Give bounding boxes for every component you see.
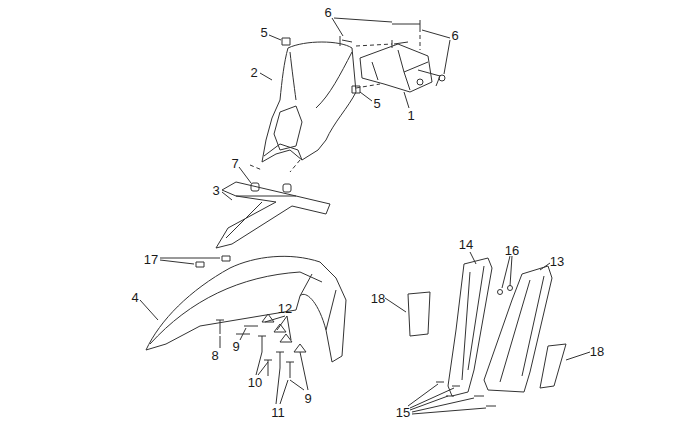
callout-number: 18 xyxy=(590,345,604,358)
callout-number: 13 xyxy=(550,255,564,268)
callout-number: 4 xyxy=(131,291,138,304)
callout-number: 9 xyxy=(232,340,239,353)
callout-number: 2 xyxy=(250,66,257,79)
callout-number: 18 xyxy=(371,292,385,305)
callout-number: 6 xyxy=(451,29,458,42)
callout-number: 5 xyxy=(373,97,380,110)
callout-number: 1 xyxy=(407,109,414,122)
callout-number: 14 xyxy=(459,238,473,251)
callout-number: 3 xyxy=(212,184,219,197)
callout-number: 17 xyxy=(144,253,158,266)
callout-number: 5 xyxy=(260,26,267,39)
callout-number: 16 xyxy=(505,244,519,257)
callout-number: 12 xyxy=(278,302,292,315)
callout-number: 11 xyxy=(271,406,285,419)
callout-number: 7 xyxy=(231,157,238,170)
callout-number: 6 xyxy=(324,6,331,19)
callout-number: 8 xyxy=(211,349,218,362)
callout-number: 15 xyxy=(396,406,410,419)
callout-number: 10 xyxy=(248,376,262,389)
callout-number: 9 xyxy=(304,392,311,405)
